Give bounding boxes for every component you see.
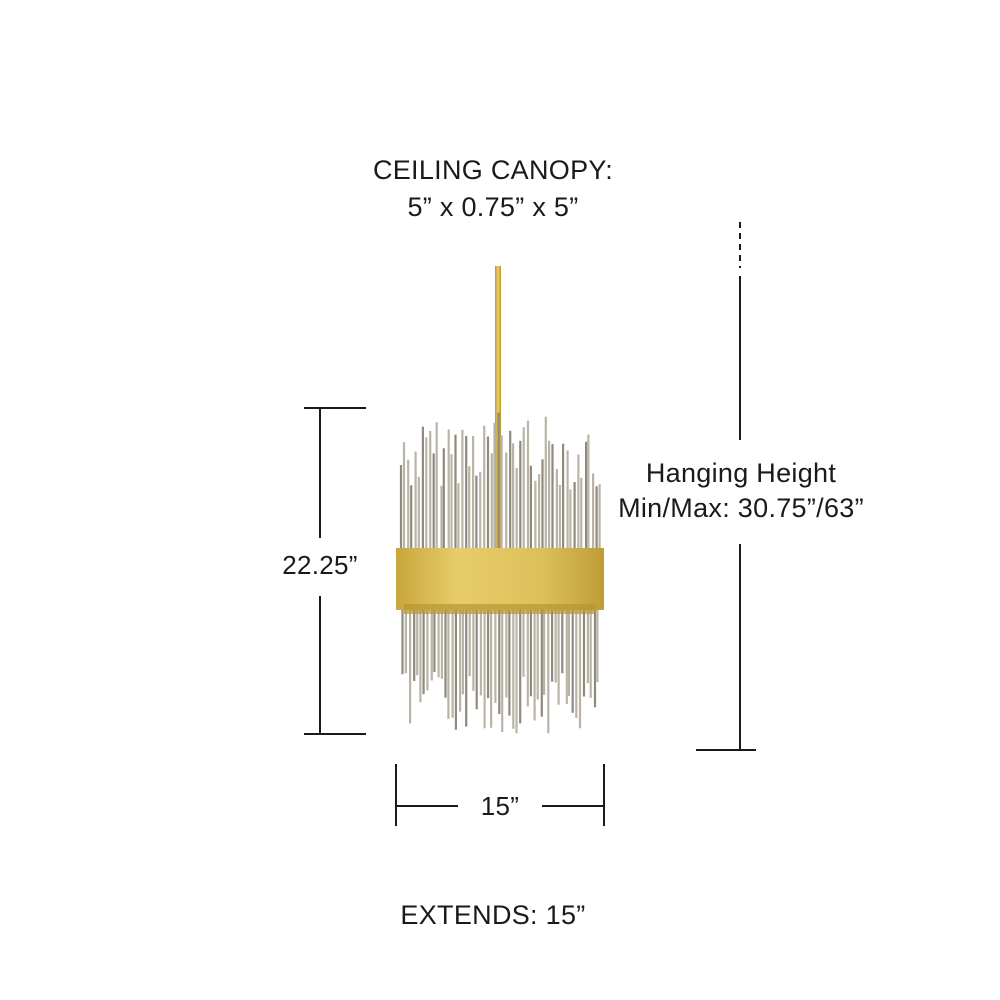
hanging-height-range: Min/Max: 30.75”/63” (618, 493, 864, 523)
hanging-height-label: Hanging Height (645, 458, 837, 488)
upper-rods (399, 412, 601, 552)
gold-band (396, 548, 604, 610)
fixture-height-label: 22.25” (282, 550, 358, 580)
down-rod (495, 266, 501, 550)
canopy-title: CEILING CANOPY: (372, 155, 614, 185)
gold-band-shadow (404, 604, 596, 614)
extends-label: EXTENDS: 15” (400, 900, 586, 930)
lower-rods (401, 606, 599, 734)
fixture-width-label: 15” (480, 791, 520, 821)
canopy-dimensions: 5” x 0.75” x 5” (407, 192, 579, 222)
